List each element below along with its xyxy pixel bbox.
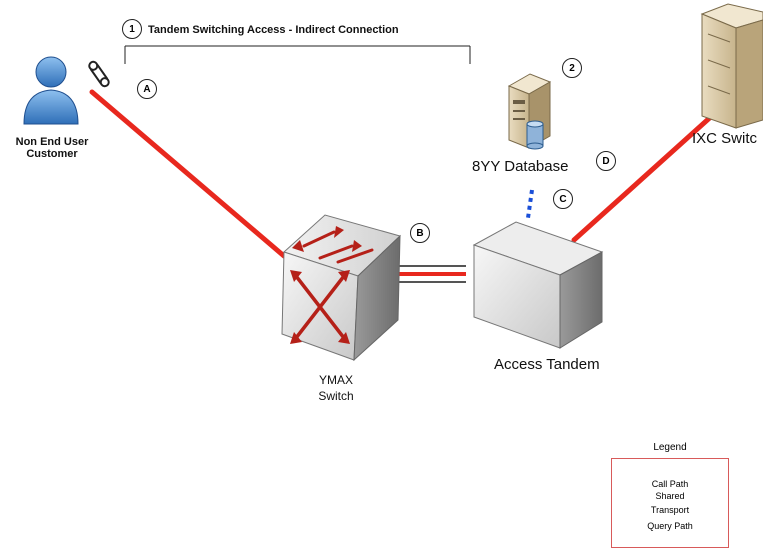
marker-c: C — [553, 189, 573, 209]
legend: Legend Call Path Shared Transport Query … — [611, 442, 729, 548]
title-number: 1 — [129, 23, 135, 35]
marker-a: A — [137, 79, 157, 99]
legend-title: Legend — [653, 442, 687, 453]
ymax-label-line1: YMAX — [318, 373, 353, 387]
legend-call-path: Call Path — [651, 479, 689, 489]
marker-d: D — [596, 151, 616, 171]
customer-label: Non End User Customer — [12, 136, 92, 160]
ixc-server-icon — [700, 3, 763, 129]
phone-icon — [88, 60, 110, 88]
marker-2-text: 2 — [569, 62, 575, 74]
title-bracket — [124, 45, 471, 64]
ymax-switch-label: YMAX Switch — [306, 372, 366, 404]
legend-shared: Shared — [655, 491, 685, 501]
legend-transport: Transport — [650, 505, 690, 515]
shared-transport-link — [398, 265, 466, 283]
query-path-tandem-database — [526, 189, 534, 219]
marker-b: B — [410, 223, 430, 243]
database-cylinder-icon — [526, 120, 544, 150]
call-path-tandem-ixc — [571, 111, 717, 243]
legend-query-path: Query Path — [647, 521, 693, 531]
call-path-customer-ymax — [89, 89, 287, 259]
marker-d-text: D — [602, 155, 610, 167]
database-label: 8YY Database — [472, 158, 569, 175]
ixc-switch-label: IXC Switc — [692, 130, 758, 147]
marker-a-text: A — [143, 83, 151, 95]
customer-label-line2: Customer — [26, 148, 78, 160]
access-tandem-icon — [472, 221, 604, 349]
marker-2: 2 — [562, 58, 582, 78]
access-tandem-label: Access Tandem — [494, 356, 600, 373]
person-icon — [23, 56, 79, 125]
diagram-title: Tandem Switching Access - Indirect Conne… — [148, 24, 399, 36]
marker-b-text: B — [416, 227, 424, 239]
ymax-switch-icon — [281, 214, 401, 362]
title-number-badge: 1 — [122, 19, 142, 39]
customer-label-line1: Non End User — [15, 136, 89, 148]
marker-c-text: C — [559, 193, 567, 205]
ymax-label-line2: Switch — [318, 389, 354, 403]
database-server-icon — [507, 73, 552, 150]
